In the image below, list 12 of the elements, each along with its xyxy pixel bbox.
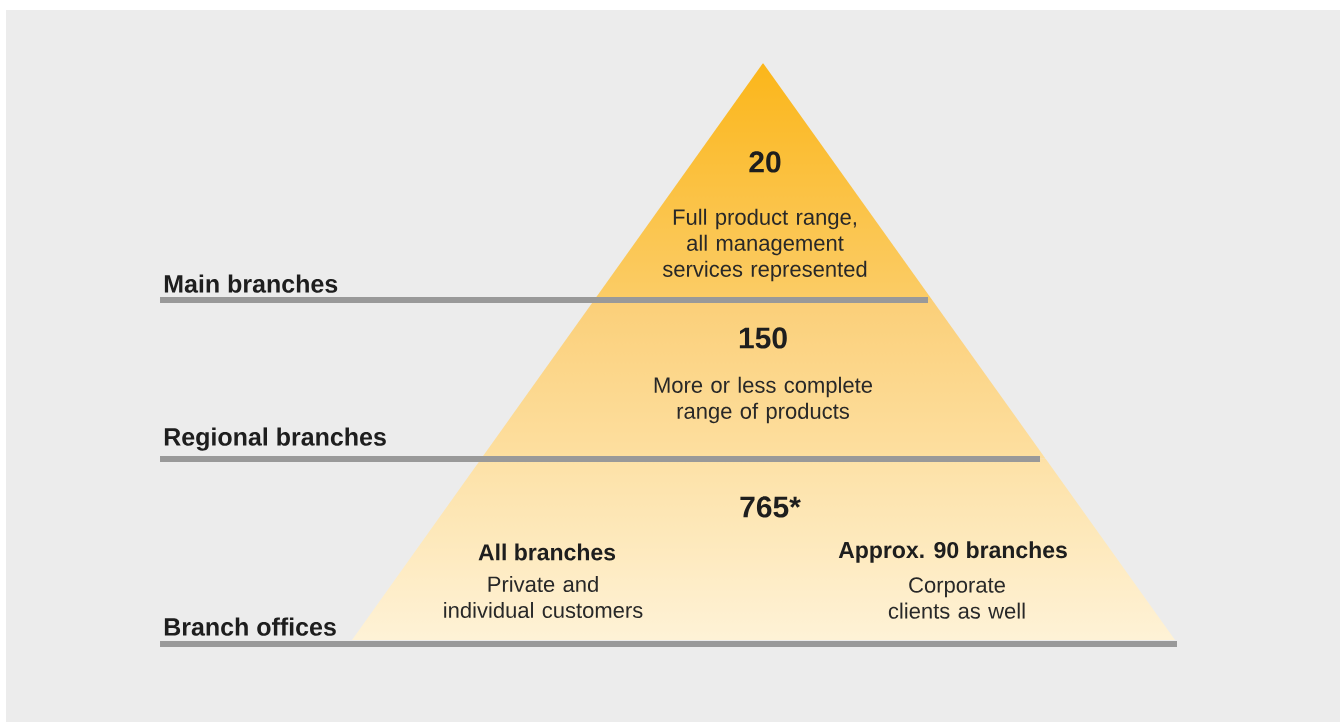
level-label: Regional branches <box>164 427 386 451</box>
tier-count: 150 <box>739 327 787 349</box>
tier-heading: All branches <box>478 543 616 561</box>
level-label: Main branches <box>164 274 338 293</box>
tier-heading: Approx. 90 branches <box>838 541 1067 563</box>
tier-description: Private and individual customers <box>444 575 643 619</box>
level-label: Branch offices <box>164 617 336 636</box>
tier-count: 765* <box>740 496 801 518</box>
tier-description: Corporate clients as well <box>888 577 1025 619</box>
tier-count: 20 <box>749 151 781 173</box>
tier-description: More or less complete range of products <box>654 376 872 424</box>
tier-description: Full product range, all management services represented <box>662 208 867 282</box>
